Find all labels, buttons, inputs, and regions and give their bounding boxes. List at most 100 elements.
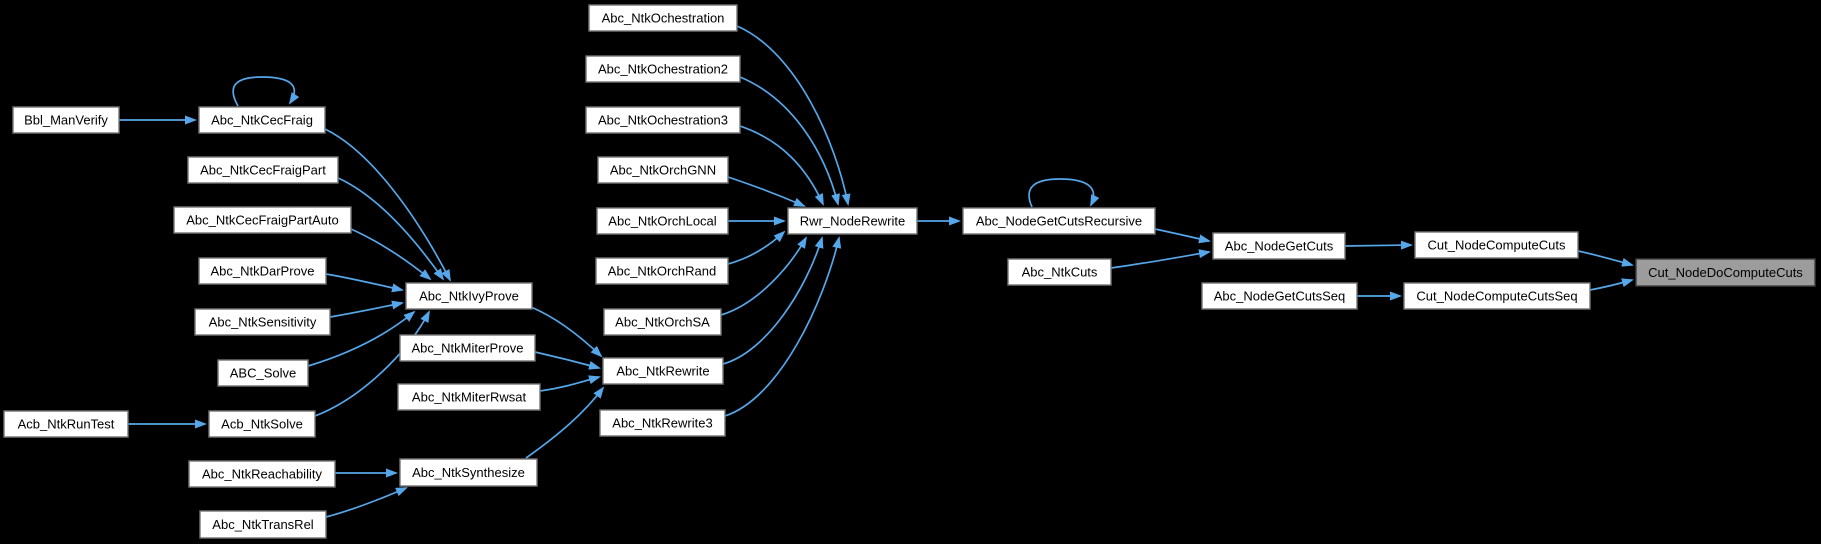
edge-Abc_NtkCecFraigPartAuto--Abc_NtkIvyProve bbox=[350, 228, 432, 281]
node-Abc_NtkOchestration[interactable]: Abc_NtkOchestration bbox=[588, 4, 738, 32]
self-loop-edge-Abc_NodeGetCutsRecursive--Abc_NodeGetCutsRecursive bbox=[1028, 178, 1100, 208]
node-box-Bbl_ManVerify[interactable] bbox=[12, 106, 120, 134]
node-ABC_Solve[interactable]: ABC_Solve bbox=[217, 359, 309, 387]
node-label-Bbl_ManVerify: Bbl_ManVerify bbox=[24, 113, 108, 128]
node-label-Abc_NodeGetCutsRecursive: Abc_NodeGetCutsRecursive bbox=[976, 214, 1142, 229]
node-box-Abc_NtkDarProve[interactable] bbox=[198, 257, 327, 285]
edge-Acb_NtkSolve--Abc_NtkIvyProve bbox=[314, 310, 430, 417]
node-Abc_NtkSynthesize[interactable]: Abc_NtkSynthesize bbox=[399, 458, 538, 487]
node-box-Abc_NtkIvyProve[interactable] bbox=[405, 282, 533, 310]
node-box-Abc_NtkReachability[interactable] bbox=[188, 460, 336, 488]
node-Abc_NtkRewrite3[interactable]: Abc_NtkRewrite3 bbox=[599, 409, 726, 437]
node-box-Cut_NodeComputeCutsSeq[interactable] bbox=[1403, 282, 1591, 310]
edge-Abc_NtkCecFraig--Abc_NtkIvyProve bbox=[324, 128, 451, 282]
node-Abc_NtkOrchGNN[interactable]: Abc_NtkOrchGNN bbox=[597, 156, 729, 184]
node-Abc_NtkMiterRwsat[interactable]: Abc_NtkMiterRwsat bbox=[397, 383, 541, 411]
node-Abc_NtkOchestration2[interactable]: Abc_NtkOchestration2 bbox=[585, 55, 741, 83]
edge-Abc_NtkOrchRand--Rwr_NodeRewrite bbox=[727, 230, 786, 265]
node-label-Rwr_NodeRewrite: Rwr_NodeRewrite bbox=[800, 214, 905, 229]
node-box-Abc_NtkOchestration3[interactable] bbox=[585, 106, 741, 134]
node-Cut_NodeComputeCutsSeq[interactable]: Cut_NodeComputeCutsSeq bbox=[1403, 282, 1591, 310]
node-box-ABC_Solve[interactable] bbox=[217, 359, 309, 387]
node-label-Abc_NtkRewrite: Abc_NtkRewrite bbox=[616, 364, 709, 379]
node-box-Abc_NtkSynthesize[interactable] bbox=[399, 458, 538, 487]
node-label-Abc_NtkOchestration3: Abc_NtkOchestration3 bbox=[598, 113, 728, 128]
node-box-Abc_NtkRewrite3[interactable] bbox=[599, 409, 726, 437]
node-label-Abc_NtkCuts: Abc_NtkCuts bbox=[1022, 265, 1098, 280]
node-label-Abc_NtkReachability: Abc_NtkReachability bbox=[202, 467, 322, 482]
node-Abc_NtkTransRel[interactable]: Abc_NtkTransRel bbox=[199, 510, 327, 539]
edge-Abc_NtkOchestration--Rwr_NodeRewrite bbox=[736, 25, 851, 206]
node-Cut_NodeDoComputeCuts[interactable]: Cut_NodeDoComputeCuts bbox=[1635, 258, 1816, 287]
node-box-Abc_NodeGetCuts[interactable] bbox=[1212, 232, 1346, 260]
edge-Abc_NodeGetCutsRecursive--Abc_NodeGetCuts bbox=[1154, 228, 1211, 244]
node-Acb_NtkRunTest[interactable]: Acb_NtkRunTest bbox=[3, 410, 129, 438]
node-Abc_NtkIvyProve[interactable]: Abc_NtkIvyProve bbox=[405, 282, 533, 310]
edge-Abc_NtkDarProve--Abc_NtkIvyProve bbox=[325, 273, 404, 293]
node-box-Rwr_NodeRewrite[interactable] bbox=[787, 207, 918, 235]
node-label-Abc_NtkSynthesize: Abc_NtkSynthesize bbox=[412, 465, 525, 480]
node-box-Abc_NtkCecFraigPartAuto[interactable] bbox=[173, 206, 352, 234]
edge-Abc_NtkSensitivity--Abc_NtkIvyProve bbox=[329, 300, 404, 318]
edges-layer bbox=[119, 25, 1634, 518]
node-box-Abc_NodeGetCutsSeq[interactable] bbox=[1201, 282, 1358, 310]
edge-Abc_NtkRewrite--Rwr_NodeRewrite bbox=[722, 236, 824, 365]
node-Abc_NtkCecFraigPart[interactable]: Abc_NtkCecFraigPart bbox=[187, 156, 339, 184]
node-box-Cut_NodeComputeCuts[interactable] bbox=[1414, 231, 1579, 259]
node-box-Abc_NtkOchestration2[interactable] bbox=[585, 55, 741, 83]
node-box-Abc_NtkOrchSA[interactable] bbox=[603, 308, 722, 336]
node-box-Abc_NtkOrchGNN[interactable] bbox=[597, 156, 729, 184]
node-Bbl_ManVerify[interactable]: Bbl_ManVerify bbox=[12, 106, 120, 134]
node-label-Abc_NtkOrchGNN: Abc_NtkOrchGNN bbox=[610, 163, 716, 178]
node-box-Acb_NtkSolve[interactable] bbox=[208, 410, 316, 438]
node-label-Abc_NtkOrchSA: Abc_NtkOrchSA bbox=[615, 315, 710, 330]
node-Abc_NtkOrchSA[interactable]: Abc_NtkOrchSA bbox=[603, 308, 722, 336]
node-box-Abc_NtkCecFraig[interactable] bbox=[198, 106, 326, 134]
node-box-Abc_NtkCecFraigPart[interactable] bbox=[187, 156, 339, 184]
node-Abc_NtkRewrite[interactable]: Abc_NtkRewrite bbox=[602, 357, 724, 385]
node-Abc_NodeGetCutsSeq[interactable]: Abc_NodeGetCutsSeq bbox=[1201, 282, 1358, 310]
node-box-Abc_NtkSensitivity[interactable] bbox=[194, 308, 331, 336]
node-Abc_NtkMiterProve[interactable]: Abc_NtkMiterProve bbox=[399, 334, 536, 362]
edge-Abc_NtkOrchGNN--Rwr_NodeRewrite bbox=[727, 176, 806, 207]
edge-ABC_Solve--Abc_NtkIvyProve bbox=[307, 310, 416, 367]
edge-Abc_NtkCuts--Abc_NodeGetCuts bbox=[1110, 249, 1211, 269]
node-Abc_NtkSensitivity[interactable]: Abc_NtkSensitivity bbox=[194, 308, 331, 336]
node-Acb_NtkSolve[interactable]: Acb_NtkSolve bbox=[208, 410, 316, 438]
node-Abc_NodeGetCuts[interactable]: Abc_NodeGetCuts bbox=[1212, 232, 1346, 260]
node-Abc_NtkDarProve[interactable]: Abc_NtkDarProve bbox=[198, 257, 327, 285]
node-Rwr_NodeRewrite[interactable]: Rwr_NodeRewrite bbox=[787, 207, 918, 235]
node-box-Abc_NtkCuts[interactable] bbox=[1007, 258, 1112, 286]
node-box-Abc_NtkOrchLocal[interactable] bbox=[596, 207, 729, 235]
edge-Abc_NtkTransRel--Abc_NtkSynthesize bbox=[325, 487, 408, 518]
node-label-Acb_NtkRunTest: Acb_NtkRunTest bbox=[18, 417, 115, 432]
edge-Abc_NtkOchestration2--Rwr_NodeRewrite bbox=[739, 76, 840, 206]
node-box-Abc_NtkMiterProve[interactable] bbox=[399, 334, 536, 362]
node-label-Cut_NodeComputeCuts: Cut_NodeComputeCuts bbox=[1427, 238, 1566, 253]
node-Abc_NodeGetCutsRecursive[interactable]: Abc_NodeGetCutsRecursive bbox=[962, 207, 1156, 235]
node-label-Abc_NtkCecFraig: Abc_NtkCecFraig bbox=[211, 113, 313, 128]
node-box-Abc_NtkOrchRand[interactable] bbox=[595, 257, 729, 285]
node-Abc_NtkCecFraig[interactable]: Abc_NtkCecFraig bbox=[198, 106, 326, 134]
node-label-Acb_NtkSolve: Acb_NtkSolve bbox=[221, 417, 303, 432]
node-Abc_NtkOrchLocal[interactable]: Abc_NtkOrchLocal bbox=[596, 207, 729, 235]
node-label-Abc_NtkOchestration2: Abc_NtkOchestration2 bbox=[598, 62, 728, 77]
node-Abc_NtkOchestration3[interactable]: Abc_NtkOchestration3 bbox=[585, 106, 741, 134]
node-box-Abc_NtkRewrite[interactable] bbox=[602, 357, 724, 385]
node-box-Cut_NodeDoComputeCuts[interactable] bbox=[1635, 258, 1816, 287]
node-Abc_NtkCecFraigPartAuto[interactable]: Abc_NtkCecFraigPartAuto bbox=[173, 206, 352, 234]
edge-Abc_NtkSynthesize--Abc_NtkRewrite bbox=[525, 386, 605, 459]
node-box-Abc_NodeGetCutsRecursive[interactable] bbox=[962, 207, 1156, 235]
node-box-Abc_NtkTransRel[interactable] bbox=[199, 510, 327, 539]
edge-Abc_NtkMiterProve--Abc_NtkRewrite bbox=[534, 351, 601, 370]
node-Abc_NtkReachability[interactable]: Abc_NtkReachability bbox=[188, 460, 336, 488]
node-Cut_NodeComputeCuts[interactable]: Cut_NodeComputeCuts bbox=[1414, 231, 1579, 259]
node-Abc_NtkCuts[interactable]: Abc_NtkCuts bbox=[1007, 258, 1112, 286]
node-box-Abc_NtkMiterRwsat[interactable] bbox=[397, 383, 541, 411]
node-box-Acb_NtkRunTest[interactable] bbox=[3, 410, 129, 438]
node-Abc_NtkOrchRand[interactable]: Abc_NtkOrchRand bbox=[595, 257, 729, 285]
node-label-Abc_NodeGetCuts: Abc_NodeGetCuts bbox=[1225, 239, 1334, 254]
node-box-Abc_NtkOchestration[interactable] bbox=[588, 4, 738, 32]
